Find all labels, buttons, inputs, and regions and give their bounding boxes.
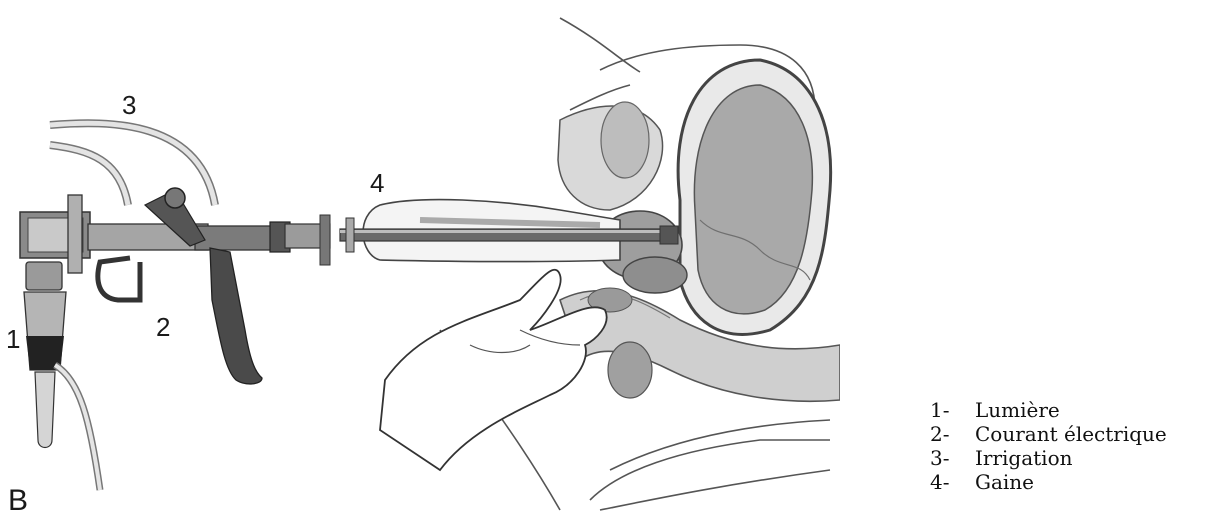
legend-item: 1- Lumière <box>930 398 1167 422</box>
legend-number: 2- <box>930 422 975 446</box>
resectoscope-sheath <box>340 226 678 244</box>
panel-letter: B <box>8 484 28 517</box>
legend-label: Lumière <box>975 398 1060 422</box>
legend-label: Irrigation <box>975 446 1073 470</box>
legend-label: Courant électrique <box>975 422 1167 446</box>
resectoscope-body <box>20 188 354 384</box>
callout-3: 3 <box>122 90 136 120</box>
callout-1: 1 <box>6 324 20 354</box>
bladder <box>678 60 831 334</box>
legend-item: 2- Courant électrique <box>930 422 1167 446</box>
legend-number: 1- <box>930 398 975 422</box>
legend-item: 4- Gaine <box>930 470 1167 494</box>
endoscopy-illustration: 1 2 3 4 B <box>0 0 840 524</box>
legend: 1- Lumière 2- Courant électrique 3- Irri… <box>930 398 1167 494</box>
callout-2: 2 <box>156 312 170 342</box>
irrigation-tubes <box>50 123 215 205</box>
callout-4: 4 <box>370 168 384 198</box>
pubic-bone <box>558 102 663 210</box>
legend-item: 3- Irrigation <box>930 446 1167 470</box>
light-cable <box>24 262 100 490</box>
legend-label: Gaine <box>975 470 1034 494</box>
legend-number: 3- <box>930 446 975 470</box>
legend-number: 4- <box>930 470 975 494</box>
